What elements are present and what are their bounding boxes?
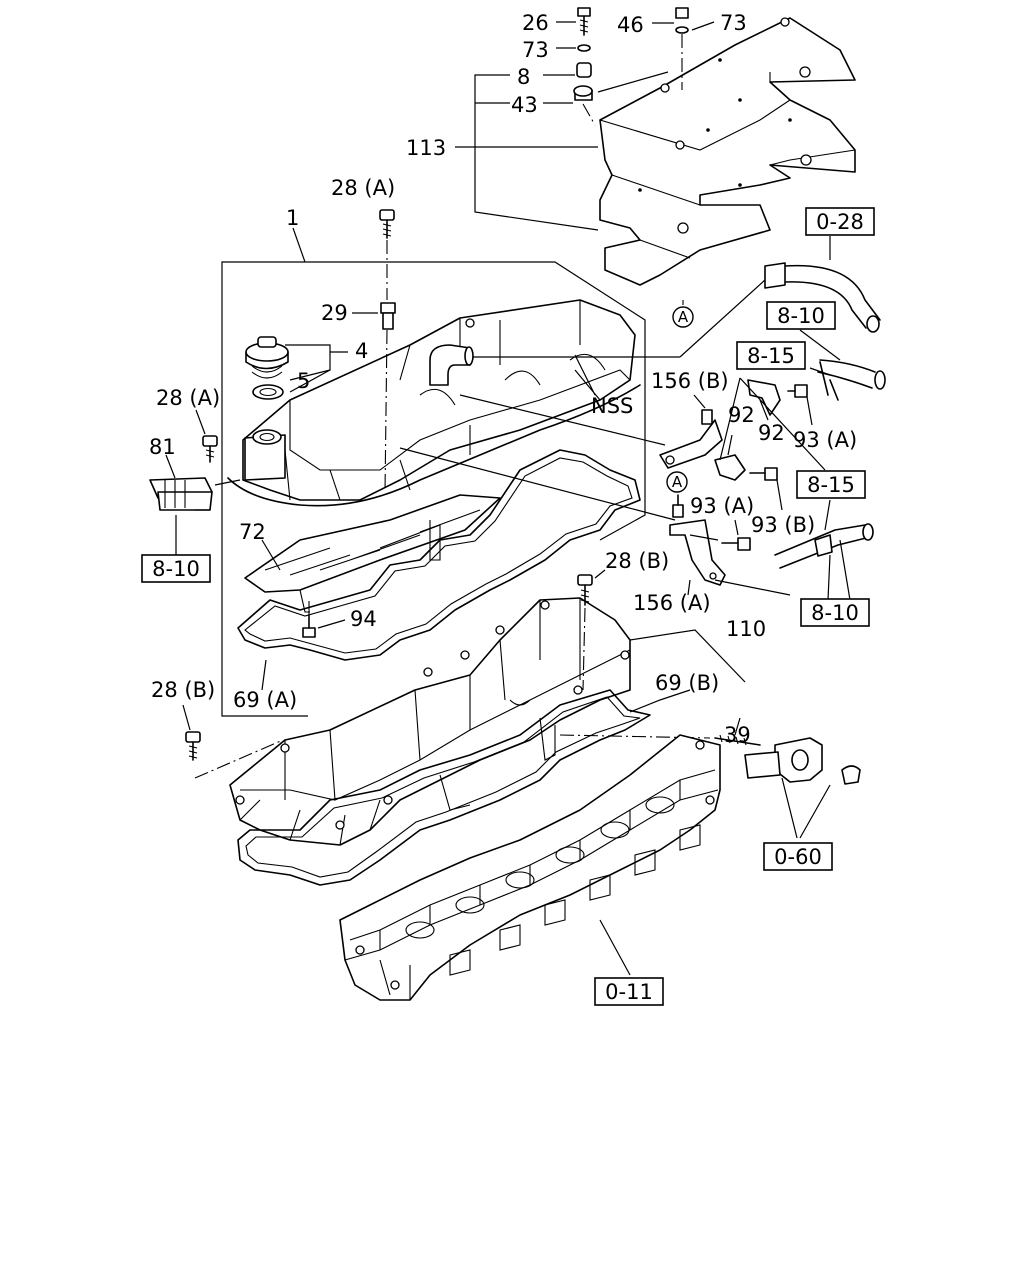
cover-gasket-69a	[237, 449, 641, 691]
leaders-top	[455, 21, 715, 231]
svg-text:A: A	[672, 473, 683, 491]
bolt-28a-left	[195, 409, 218, 463]
bolts-93	[672, 384, 813, 551]
oil-filler-cap	[245, 336, 348, 400]
callout-28b-mid: 28 (B)	[605, 549, 669, 573]
connector-81	[149, 454, 241, 555]
hoses	[764, 262, 886, 601]
callout-72: 72	[239, 520, 266, 544]
svg-text:8-10: 8-10	[152, 557, 200, 581]
callout-29: 29	[321, 301, 348, 325]
callout-156a: 156 (A)	[633, 591, 711, 615]
callout-113: 113	[406, 136, 446, 160]
svg-text:0-28: 0-28	[816, 210, 864, 234]
bracket-156b	[659, 394, 723, 469]
cover-bolt-28a	[352, 209, 396, 493]
callout-73-right: 73	[720, 11, 747, 35]
svg-text:8-15: 8-15	[747, 344, 795, 368]
marker-a-mid: A	[666, 471, 688, 493]
callout-94: 94	[350, 607, 377, 631]
svg-text:8-10: 8-10	[777, 304, 825, 328]
bracket-156a	[669, 519, 726, 596]
shield-fasteners	[573, 7, 689, 126]
baffle-plate	[244, 494, 501, 613]
lead-cover-bracket	[459, 394, 666, 446]
bracket-92	[714, 377, 826, 481]
callout-labels: 26 73 46 73 8 43 113 28 (A) 1 29 4 5 28 …	[149, 11, 857, 747]
ref-box-8-10-top: 8-10	[766, 301, 836, 330]
heat-shield	[599, 17, 856, 286]
callout-92-lower: 92	[758, 421, 785, 445]
actuator	[744, 737, 861, 839]
assembly-box	[221, 261, 646, 717]
callout-69a: 69 (A)	[233, 688, 297, 712]
callout-1: 1	[286, 206, 299, 230]
svg-text:A: A	[678, 308, 689, 326]
ref-box-0-11: 0-11	[594, 977, 664, 1006]
cylinder-head	[339, 734, 721, 1001]
callout-93a-right: 93 (A)	[793, 428, 857, 452]
callout-39: 39	[724, 723, 751, 747]
callout-93a-mid: 93 (A)	[690, 494, 754, 518]
ref-box-8-15-mid: 8-15	[796, 470, 866, 499]
leaders-right	[714, 236, 841, 596]
callout-110: 110	[726, 617, 766, 641]
rocker-cover	[227, 299, 641, 507]
svg-text:0-11: 0-11	[605, 980, 653, 1004]
bolt-28b-left	[182, 704, 284, 779]
callout-81: 81	[149, 435, 176, 459]
marker-a-top: A	[672, 306, 694, 328]
callout-28a-top: 28 (A)	[331, 176, 395, 200]
callout-28b-left: 28 (B)	[151, 678, 215, 702]
svg-text:8-15: 8-15	[807, 473, 855, 497]
callout-46: 46	[617, 13, 644, 37]
callout-156b: 156 (B)	[651, 369, 729, 393]
ref-box-8-10-bottom: 8-10	[800, 598, 870, 627]
svg-text:8-10: 8-10	[811, 601, 859, 625]
rocker-carrier	[229, 597, 746, 846]
carrier-gasket-69b	[237, 689, 691, 886]
bolt-28b-mid	[577, 569, 606, 691]
callout-28a-left: 28 (A)	[156, 386, 220, 410]
callout-nss: NSS	[591, 394, 633, 418]
ref-box-0-28: 0-28	[805, 207, 875, 236]
lead-cover-bracket2	[399, 447, 676, 521]
svg-text:0-60: 0-60	[774, 845, 822, 869]
callout-43: 43	[511, 93, 538, 117]
ref-box-8-10-left: 8-10	[141, 554, 211, 583]
ref-box-0-60: 0-60	[763, 842, 833, 871]
callout-8: 8	[517, 65, 530, 89]
callout-69b: 69 (B)	[655, 671, 719, 695]
callout-4: 4	[355, 339, 368, 363]
callout-92-upper: 92	[728, 403, 755, 427]
callout-73-left: 73	[522, 38, 549, 62]
ref-box-8-15-top: 8-15	[736, 341, 806, 370]
callout-26: 26	[522, 11, 549, 35]
callout-5: 5	[297, 369, 310, 393]
screw-94	[302, 600, 346, 638]
callout-93b: 93 (B)	[751, 513, 815, 537]
